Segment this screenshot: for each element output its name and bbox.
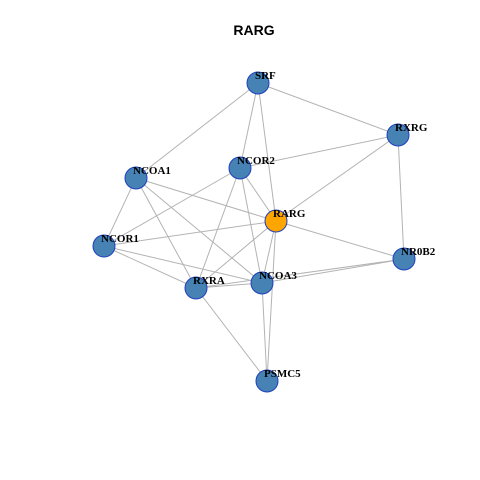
edge-srf-rarg [257,82,277,222]
node-nr0b2[interactable]: NR0B2 [392,246,436,271]
edge-rxrg-nr0b2 [397,134,405,260]
edge-srf-ncoa1 [135,82,259,179]
node-circle-rarg[interactable] [264,209,288,233]
node-circle-ncoa3[interactable] [250,271,274,295]
node-rxrg[interactable]: RXRG [386,122,428,147]
edge-rxrg-rarg [275,134,399,222]
node-circle-ncor1[interactable] [92,234,116,258]
edge-srf-rxrg [257,82,399,136]
node-label-psmc5: PSMC5 [264,368,301,380]
node-label-srf: SRF [255,70,276,82]
node-circle-ncor2[interactable] [228,156,252,180]
edge-ncor2-rxra [195,167,241,289]
edge-ncor2-ncor1 [103,167,241,247]
graph-title: RARG [233,22,274,38]
node-ncoa3[interactable]: NCOA3 [250,270,297,295]
edge-ncor2-ncoa3 [239,167,263,284]
edge-rarg-rxra [195,220,277,289]
edge-rarg-nr0b2 [275,220,405,260]
node-circle-rxrg[interactable] [386,123,410,147]
edge-ncoa3-psmc5 [261,282,268,382]
node-label-ncoa1: NCOA1 [133,165,171,177]
node-rxra[interactable]: RXRA [184,275,225,300]
edge-rxra-psmc5 [195,287,268,382]
edges-layer [103,82,405,382]
edge-ncor1-ncoa3 [103,245,263,284]
edge-ncoa1-rarg [135,177,277,222]
edge-ncoa1-ncoa3 [135,177,263,284]
node-label-rarg: RARG [273,208,306,220]
node-label-rxrg: RXRG [395,122,428,134]
node-circle-ncoa1[interactable] [124,166,148,190]
node-srf[interactable]: SRF [246,70,276,95]
node-label-rxra: RXRA [193,275,225,287]
node-label-ncor2: NCOR2 [237,155,275,167]
node-label-nr0b2: NR0B2 [401,246,436,258]
node-circle-rxra[interactable] [184,276,208,300]
node-label-ncoa3: NCOA3 [259,270,297,282]
node-ncor1[interactable]: NCOR1 [92,233,139,258]
node-ncor2[interactable]: NCOR2 [228,155,275,180]
edge-rxrg-ncor2 [239,134,399,169]
node-ncoa1[interactable]: NCOA1 [124,165,171,190]
edge-ncoa1-rxra [135,177,197,289]
node-circle-nr0b2[interactable] [392,247,416,271]
node-label-ncor1: NCOR1 [101,233,139,245]
edge-rarg-psmc5 [266,220,277,382]
node-circle-srf[interactable] [246,71,270,95]
edge-nr0b2-rxra [195,258,405,289]
edge-rarg-ncor1 [103,220,277,247]
edge-srf-ncor2 [239,82,259,169]
edge-nr0b2-ncoa3 [261,258,405,284]
node-circle-psmc5[interactable] [255,369,279,393]
node-rarg[interactable]: RARG [264,208,306,233]
edge-ncor1-rxra [103,245,197,289]
edge-ncoa1-ncor1 [103,177,137,247]
node-psmc5[interactable]: PSMC5 [255,368,301,393]
